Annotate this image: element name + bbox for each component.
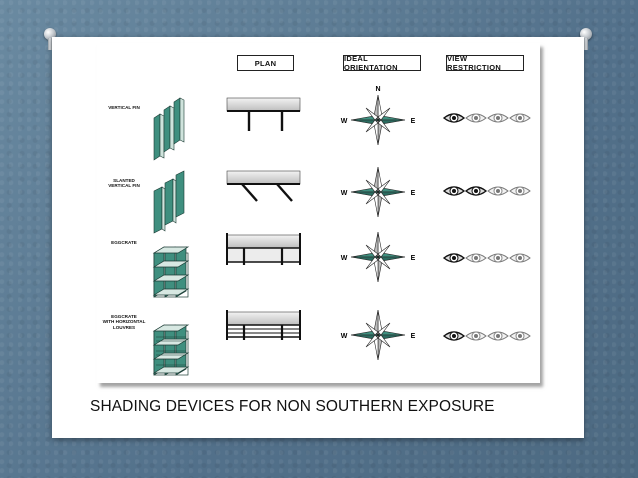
eye-open-icon: [509, 253, 531, 263]
eye-open-icon: [465, 113, 487, 123]
compass-rose-icon: [350, 231, 406, 283]
compass-rose-icon: [350, 166, 406, 218]
eye-open-icon: [509, 331, 531, 341]
eye-restricted-icon: [464, 186, 488, 196]
slide-caption: SHADING DEVICES FOR NON SOUTHERN EXPOSUR…: [90, 398, 495, 415]
compass-rose-icon: [350, 94, 406, 146]
eye-restricted-icon: [442, 113, 466, 123]
eye-open-icon: [487, 113, 509, 123]
diagram-panel: PLAN IDEAL ORIENTATION VIEW RESTRICTION …: [97, 43, 540, 383]
compass-east-label-1: E: [411, 118, 416, 125]
eye-restricted-icon: [442, 253, 466, 263]
eye-open-icon: [509, 113, 531, 123]
row-label-slanted-vertical-fin: SLANTED VERTICAL FIN: [108, 178, 140, 189]
row-label-eggcrate: EGGCRATE: [111, 240, 137, 245]
eye-open-icon: [465, 331, 487, 341]
slanted-vertical-fin-illustration: [153, 170, 185, 234]
diagram-graphics: N W E W E W E W E: [152, 86, 531, 376]
header-plan: PLAN: [237, 55, 294, 71]
compass-west-label-2: W: [341, 190, 348, 197]
row-label-vertical-fin: VERTICAL FIN: [108, 105, 140, 110]
compass-west-label-3: W: [341, 255, 348, 262]
header-ideal-orientation: IDEAL ORIENTATION: [343, 54, 421, 72]
row-label-eggcrate-horizontal-louvres: EGGCRATE WITH HORIZONTAL LOUVRES: [102, 314, 146, 330]
eye-open-icon: [509, 186, 531, 196]
vertical-fin-illustration: [153, 97, 185, 161]
eye-restricted-icon: [442, 186, 466, 196]
compass-east-label-4: E: [411, 333, 416, 340]
plan-vertical-fin: [226, 97, 301, 131]
compass-east-label-2: E: [411, 190, 416, 197]
eggcrate-illustration: [152, 246, 190, 298]
header-view-restriction: VIEW RESTRICTION: [446, 54, 524, 72]
plan-eggcrate-louvres: [226, 310, 301, 340]
eye-open-icon: [487, 331, 509, 341]
compass-north-label: N: [375, 86, 380, 93]
eggcrate-louvres-illustration: [152, 324, 190, 376]
compass-west-label-4: W: [341, 333, 348, 340]
compass-west-label-1: W: [341, 118, 348, 125]
eye-restricted-icon: [442, 331, 466, 341]
plan-slanted-vertical-fin: [226, 170, 301, 202]
compass-east-label-3: E: [411, 255, 416, 262]
eye-open-icon: [465, 253, 487, 263]
compass-rose-icon: [350, 309, 406, 361]
eye-open-icon: [487, 253, 509, 263]
eye-open-icon: [487, 186, 509, 196]
plan-eggcrate: [226, 233, 301, 265]
